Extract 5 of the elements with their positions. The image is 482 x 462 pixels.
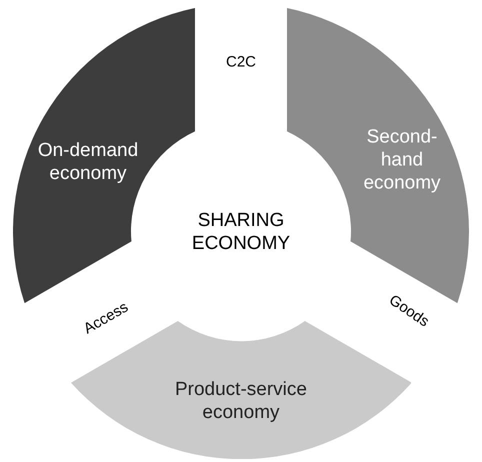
segment-label: Second-hand economy	[362, 125, 442, 194]
segment-label: Product-service economy	[174, 378, 308, 424]
gap-label: C2C	[226, 54, 256, 70]
segment-label: On-demand economy	[36, 138, 140, 185]
hub-title: SHARING ECONOMY	[190, 209, 292, 255]
